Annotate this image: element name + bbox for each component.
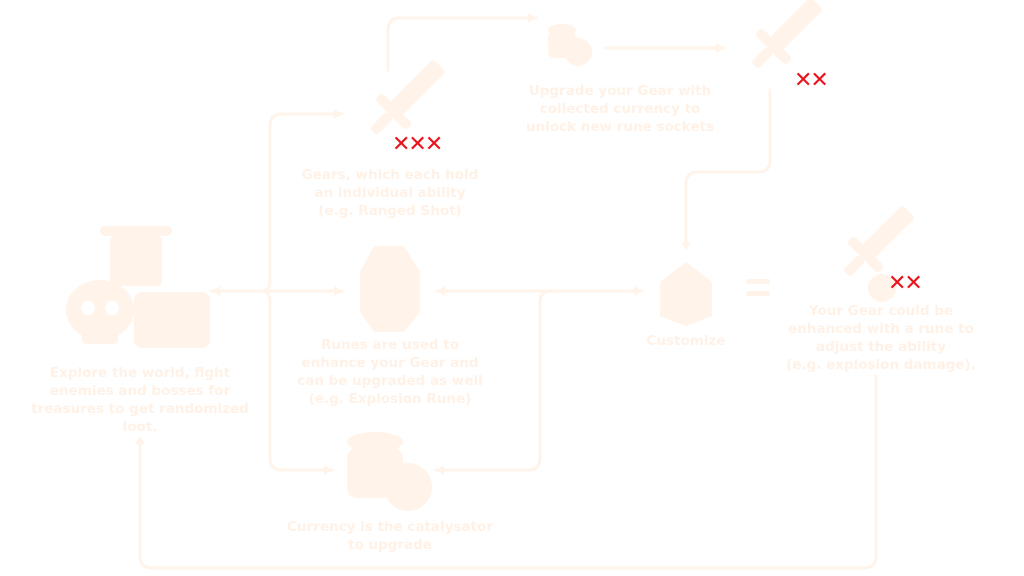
customize-label: Customize [646,333,726,349]
coins-icon [347,432,432,511]
result-label: Your Gear could be enhanced with a rune … [786,303,976,373]
result-cross-marks: ✕✕ [888,271,923,296]
coins-icon [548,24,592,66]
arrowhead [634,286,642,296]
runes-label: Runes are used to enhance your Gear and … [297,337,483,407]
connector-currency-customize [434,289,554,472]
skull-chest-scroll-icon [66,226,210,348]
sword-icon [370,60,445,135]
gear-cross-marks: ✕✕✕ [392,132,443,157]
upgrade-label: Upgrade your Gear with collected currenc… [525,83,715,135]
arrowhead [437,286,445,296]
arrowhead [135,436,145,444]
arrowhead [528,13,536,23]
arrowhead [334,109,342,119]
arrowhead [324,465,332,475]
arrowhead [436,465,444,475]
equals-sign [746,279,770,284]
arrowhead [212,286,220,296]
explore-label: Explore the world, fight enemies and bos… [31,365,249,435]
arrowhead [334,286,342,296]
currency-label: Currency is the catalysator to upgrade [286,519,494,553]
upgraded-gear-cross-marks: ✕✕ [794,68,829,93]
crystal-cluster-icon [660,262,712,326]
sword-socket-icon [752,0,822,68]
connector-gear-upgrade [386,16,538,72]
connector-upgradedgear-customize [684,88,772,246]
gear-label: Gears, which each hold an individual abi… [301,167,479,219]
arrowhead [681,242,691,250]
arrowhead [716,43,724,53]
connector-loop-back [138,374,878,570]
sword-rune-icon [844,206,914,276]
rune-stone-icon [360,246,420,332]
